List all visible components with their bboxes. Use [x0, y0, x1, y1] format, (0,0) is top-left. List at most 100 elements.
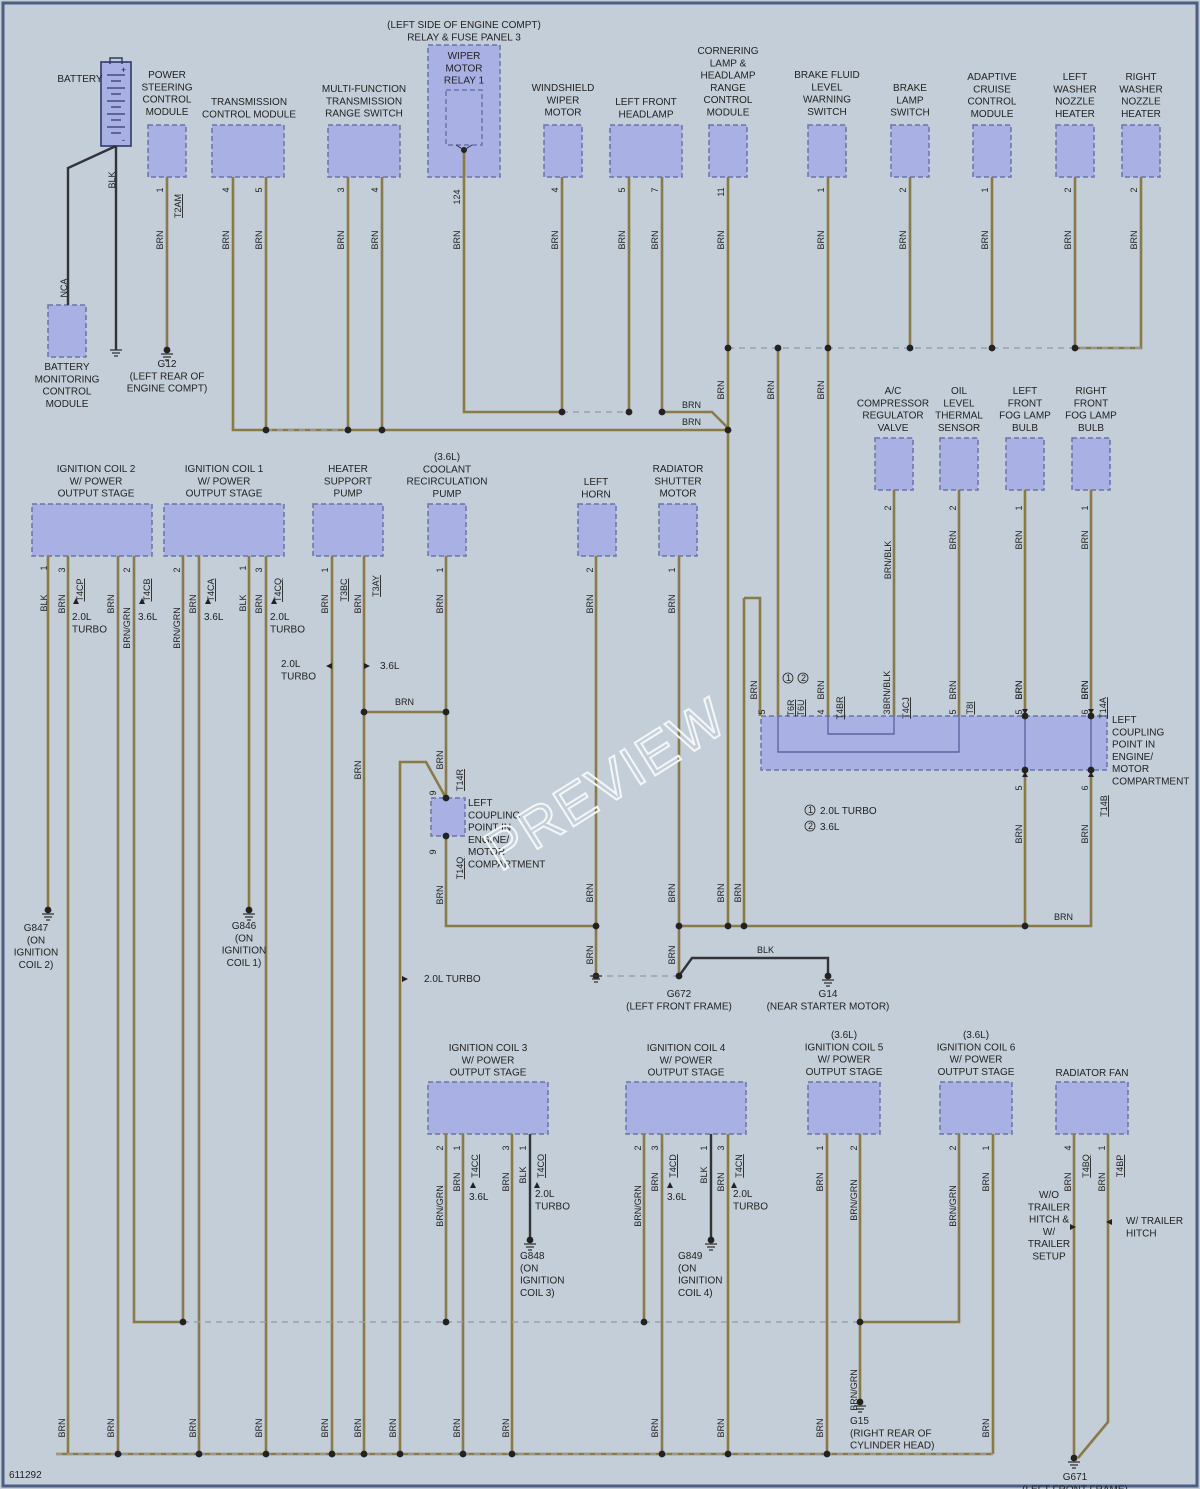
wire-label-v153: BRN	[452, 1418, 462, 1437]
wire-label-v66: 2	[883, 505, 893, 510]
wire-label-v43: BRN/GRN	[122, 607, 132, 649]
radiator-shutter-box[interactable]	[658, 503, 698, 557]
ignition-coil-1-box[interactable]	[163, 503, 285, 557]
ignition-coil-5-box[interactable]	[807, 1081, 881, 1135]
wire-label-v106: BRN	[667, 883, 677, 902]
left-horn-box[interactable]	[577, 503, 617, 557]
wire-label-v147: BRN	[106, 1418, 116, 1437]
heater-support-pump-box[interactable]	[312, 503, 384, 557]
wire-label-v102: 9	[428, 849, 438, 854]
left-front-headlamp-box[interactable]	[609, 124, 683, 178]
ignition-coil-2-box[interactable]	[31, 503, 153, 557]
right-fog-lamp-box[interactable]	[1071, 437, 1111, 491]
wire-label-v78: T6R	[786, 699, 796, 717]
wire-label-v68: 2	[948, 505, 958, 510]
wire-label-v87: 5	[948, 709, 958, 714]
svg-text:2: 2	[808, 821, 813, 831]
oil-level-sensor-box[interactable]	[939, 437, 979, 491]
range-switch-box[interactable]	[327, 124, 401, 178]
wire-label-v60: 1	[435, 567, 445, 572]
wire-label-v114: 1	[452, 1145, 462, 1150]
wire-label-v118: BLK	[518, 1166, 528, 1183]
wire-label-v142: BRN	[1097, 1172, 1107, 1191]
coupling-point-right-box[interactable]	[760, 715, 1108, 771]
wire-label-v96: 6	[1080, 785, 1090, 790]
brake-lamp-switch-box[interactable]	[890, 124, 930, 178]
battery-monitoring-module-box[interactable]	[47, 304, 87, 358]
label-n_ic3_36: 3.6L	[469, 1192, 489, 1203]
wire-label-v56: 1	[320, 567, 330, 572]
label-n_ic4_36: 3.6L	[667, 1192, 687, 1203]
legend-36: 3.6L	[820, 822, 840, 833]
label-g671: G671(LEFT FRONT FRAME)	[1022, 1472, 1128, 1489]
ground-icon	[822, 972, 834, 987]
wire-label-v50: BLK	[238, 594, 248, 611]
cornering-lamp-module-box[interactable]	[708, 124, 748, 178]
wire-label-v94: 5	[1014, 785, 1024, 790]
wire-label-v148: BRN	[188, 1418, 198, 1437]
wire-label-h1: BRN	[682, 400, 701, 410]
label-radfan: RADIATOR FAN	[1056, 1068, 1129, 1079]
wire-label-v97: T14B	[1099, 795, 1109, 817]
wire-label-v116: BRN	[501, 1172, 511, 1191]
brake-fluid-switch-box[interactable]	[807, 124, 847, 178]
transmission-control-module-box[interactable]	[211, 124, 285, 178]
ground-icon	[705, 1236, 717, 1251]
ignition-coil-4-box[interactable]	[625, 1081, 747, 1135]
battery-box[interactable]	[100, 61, 132, 147]
svg-text:1: 1	[786, 673, 791, 683]
wire-label-v144: T4BP	[1115, 1155, 1125, 1178]
adaptive-cruise-module-box[interactable]	[972, 124, 1012, 178]
wire-label-v53: 3	[254, 567, 264, 572]
ignition-coil-6-box[interactable]	[939, 1081, 1013, 1135]
wire-label-v158: BRN	[981, 1418, 991, 1437]
wire-label-v26: 2	[898, 187, 908, 192]
wire-label-v70: 1	[1014, 505, 1024, 510]
windshield-wiper-motor-box[interactable]	[543, 124, 583, 178]
wiper-relay-box[interactable]	[445, 89, 483, 146]
label-g672: G672(LEFT FRONT FRAME)	[626, 989, 732, 1012]
wire-label-v132: 1	[815, 1145, 825, 1150]
power-steering-module-box[interactable]	[147, 124, 187, 178]
radiator-fan-box[interactable]	[1055, 1081, 1129, 1135]
wire-label-v18: 5	[617, 187, 627, 192]
ground-icon	[524, 1236, 536, 1251]
ignition-coil-3-box[interactable]	[427, 1081, 549, 1135]
ground-icon	[1068, 1454, 1080, 1469]
wire-label-v22: 11	[716, 187, 726, 196]
ac-compressor-valve-box[interactable]	[874, 437, 914, 491]
wire-label-v47: 2	[172, 567, 182, 572]
wire-label-v15: BRN	[452, 230, 462, 249]
wire-label-v151: BRN	[353, 1418, 363, 1437]
wire-label-v141: T4BQ	[1081, 1154, 1091, 1178]
wire-label-v30: 2	[1063, 187, 1073, 192]
coupling-point-left-box[interactable]	[430, 797, 466, 837]
wire-label-v115: T4CC	[470, 1154, 480, 1178]
wire-label-v91: BRN	[1080, 680, 1090, 699]
wire-label-v112: 2	[435, 1145, 445, 1150]
wire-label-v89: BRN	[1014, 680, 1024, 699]
left-washer-heater-box[interactable]	[1055, 124, 1095, 178]
right-washer-heater-box[interactable]	[1121, 124, 1161, 178]
wire-label-v67: BRN/BLK	[883, 541, 893, 580]
left-fog-lamp-box[interactable]	[1005, 437, 1045, 491]
wire-label-v108: BRN	[733, 883, 743, 902]
watermark: PREVIEW	[473, 685, 737, 883]
coolant-pump-box[interactable]	[427, 503, 467, 557]
wire-label-v25: BRN	[816, 230, 826, 249]
